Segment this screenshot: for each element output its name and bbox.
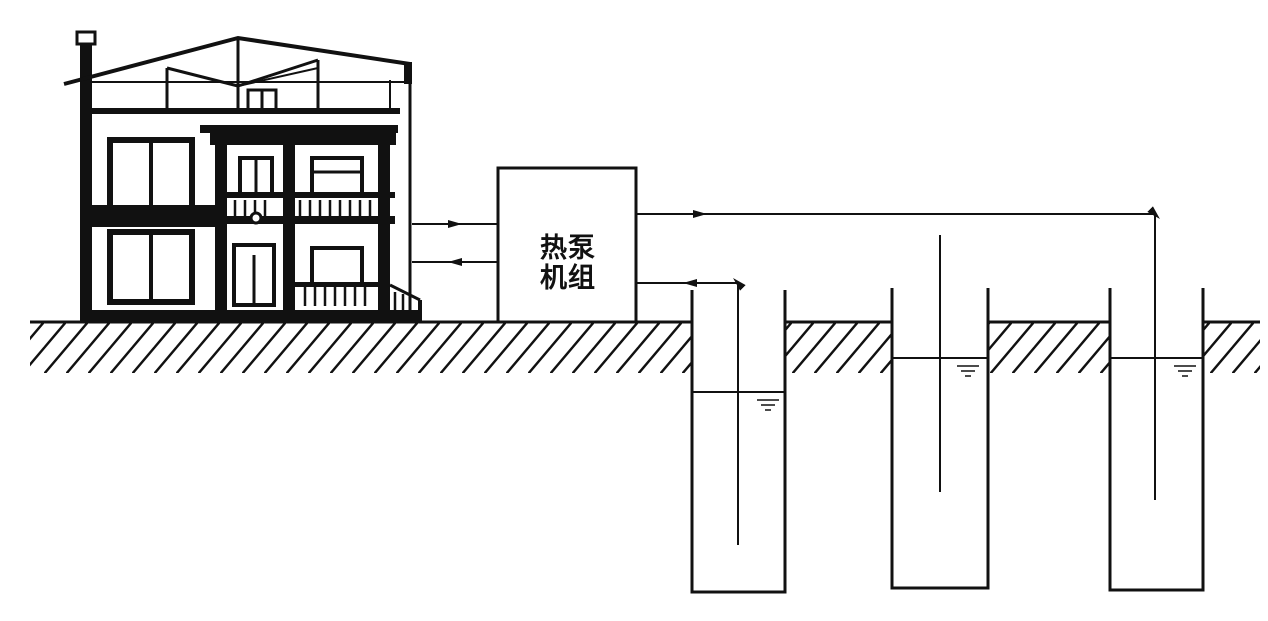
heat-pump-unit [496,166,638,324]
well-pipes [636,206,1160,545]
house-pipes [412,220,498,266]
house-illustration [63,30,422,322]
well-1 [690,290,787,594]
water-level-icon [957,365,979,377]
well-3 [1108,288,1205,592]
well-2 [890,235,990,590]
water-level-icon [757,399,779,411]
heat-pump-label-line2: 机组 [540,263,596,294]
ground [30,320,1260,373]
heat-pump-label-line1: 热泵 [540,233,596,264]
water-level-icon [1174,365,1196,377]
